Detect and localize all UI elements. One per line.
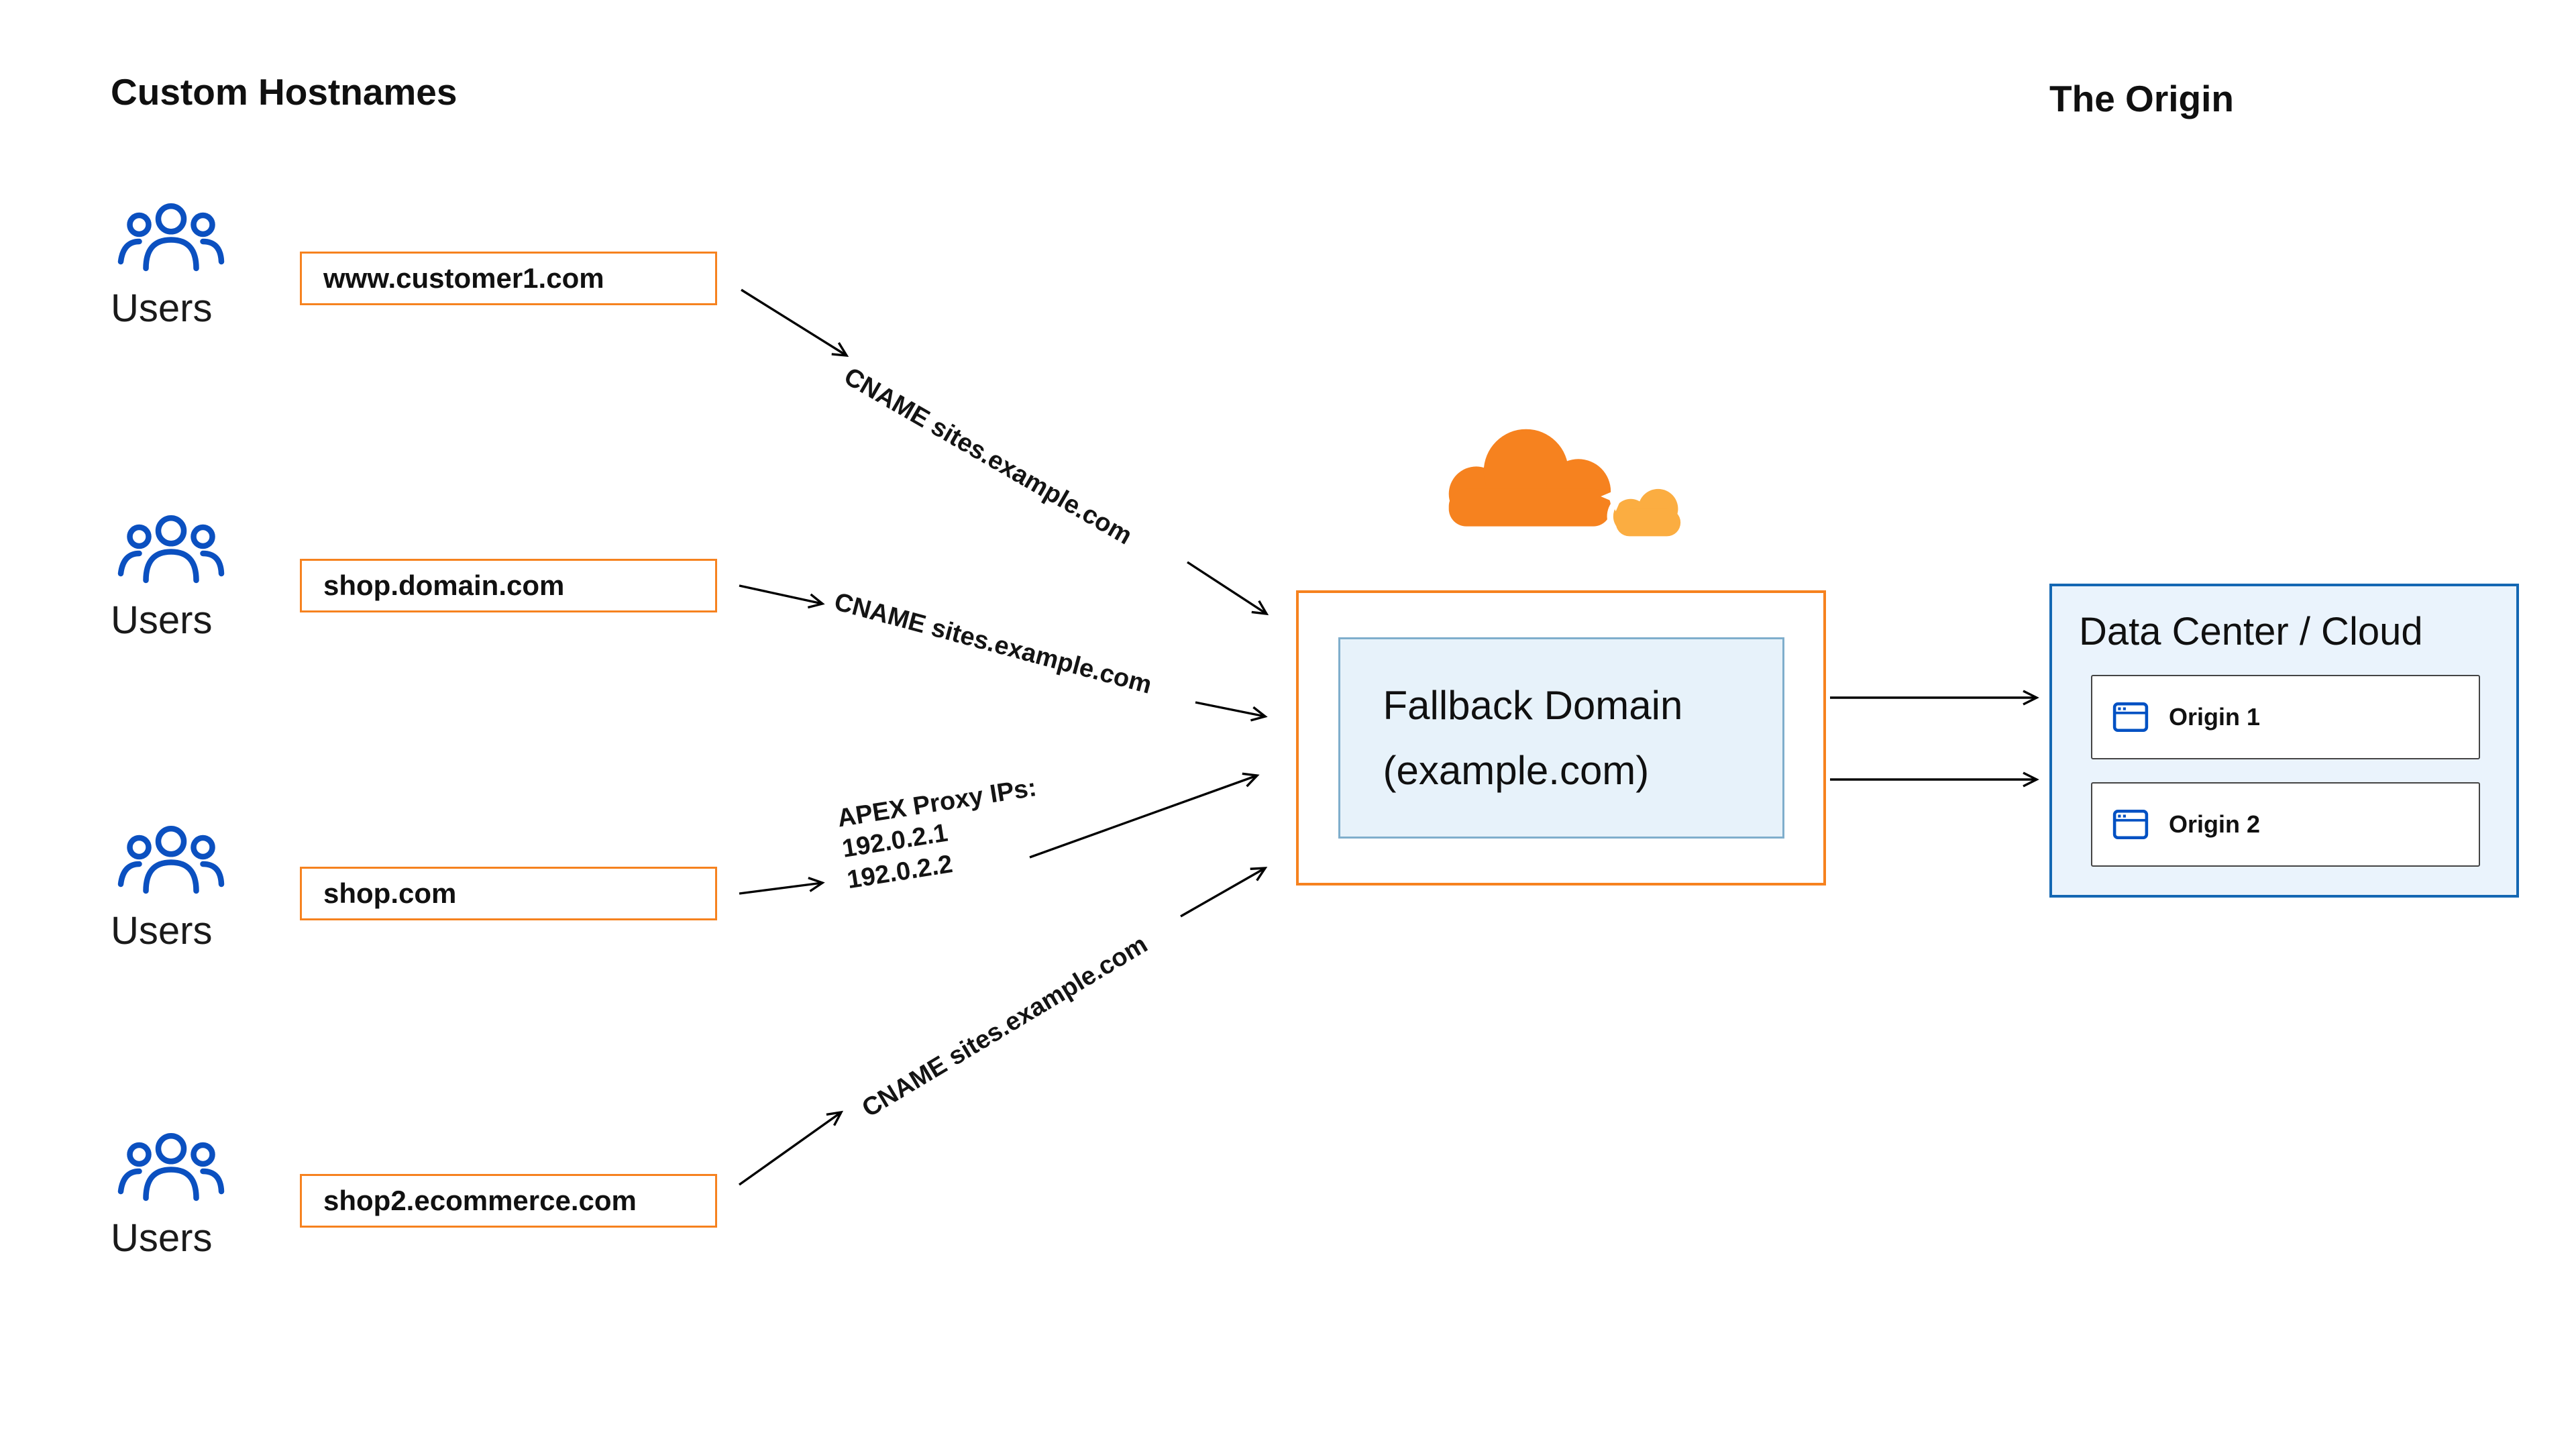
users-icon	[117, 203, 225, 272]
user-group-4: Users	[111, 1131, 258, 1260]
users-label: Users	[111, 909, 213, 953]
hostname-box-shop-domain: shop.domain.com	[300, 559, 717, 612]
cname-label-3: CNAME sites.example.com	[857, 930, 1152, 1124]
arrow-label3-to-fallback	[1029, 772, 1260, 859]
arrow-host2-to-label	[739, 584, 825, 609]
hostname-text: shop.com	[323, 877, 457, 909]
cname-label-2: CNAME sites.example.com	[831, 588, 1155, 700]
hostname-text: shop2.ecommerce.com	[323, 1185, 637, 1216]
hostname-text: www.customer1.com	[323, 262, 604, 294]
users-label: Users	[111, 1216, 213, 1260]
cloudflare-logo	[1429, 417, 1690, 558]
origin-1-label: Origin 1	[2169, 703, 2261, 731]
users-label: Users	[111, 598, 213, 642]
the-origin-title: The Origin	[2049, 78, 2234, 119]
fallback-domain-line2: (example.com)	[1383, 748, 1650, 793]
custom-hostnames-title: Custom Hostnames	[111, 71, 458, 113]
data-center-panel: Data Center / Cloud Origin 1 Origin 2	[2049, 584, 2519, 898]
hostname-box-shop2-ecommerce: shop2.ecommerce.com	[300, 1174, 717, 1228]
hostname-box-customer1: www.customer1.com	[300, 252, 717, 305]
user-group-3: Users	[111, 824, 258, 953]
fallback-domain-box: Fallback Domain (example.com)	[1338, 637, 1784, 839]
users-label: Users	[111, 286, 213, 330]
users-icon	[117, 515, 225, 584]
arrow-label4-to-fallback	[1180, 867, 1268, 918]
browser-window-icon	[2112, 809, 2149, 840]
origin-2-box: Origin 2	[2091, 782, 2480, 867]
fallback-domain-line1: Fallback Domain	[1383, 682, 1683, 728]
origin-2-label: Origin 2	[2169, 810, 2261, 838]
user-group-1: Users	[111, 201, 258, 331]
arrow-label1-to-fallback	[1187, 561, 1269, 616]
arrow-host4-to-label	[739, 1110, 844, 1186]
arrow-label2-to-fallback	[1195, 701, 1268, 722]
origin-1-box: Origin 1	[2091, 675, 2480, 759]
hostname-box-shop: shop.com	[300, 867, 717, 920]
hostname-text: shop.domain.com	[323, 570, 565, 601]
fallback-domain-outer-box: Fallback Domain (example.com)	[1296, 590, 1826, 885]
data-center-title: Data Center / Cloud	[2079, 610, 2423, 653]
arrow-host3-to-label	[739, 877, 825, 895]
sparkle-icon	[1601, 481, 1631, 512]
cloudflare-cloud-icon	[1448, 429, 1687, 544]
browser-window-icon	[2112, 702, 2149, 733]
arrow-host1-to-label	[741, 288, 849, 358]
cname-label-1: CNAME sites.example.com	[839, 362, 1137, 551]
users-icon	[117, 826, 225, 894]
user-group-2: Users	[111, 513, 258, 643]
apex-proxy-ips-label: APEX Proxy IPs: 192.0.2.1 192.0.2.2	[835, 772, 1049, 896]
users-icon	[117, 1133, 225, 1201]
